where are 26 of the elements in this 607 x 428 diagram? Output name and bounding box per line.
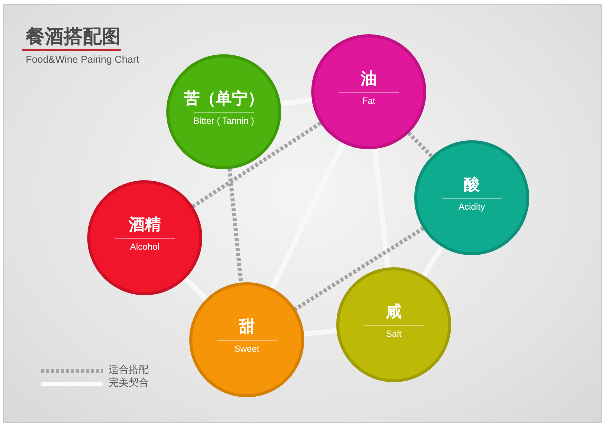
hatched-connector bbox=[294, 226, 425, 312]
connector-line bbox=[270, 142, 346, 290]
subtitle: Food&Wine Pairing Chart bbox=[26, 55, 140, 66]
legend-label: 完美契合 bbox=[109, 377, 149, 390]
connector-line bbox=[303, 328, 338, 337]
connector-line bbox=[184, 276, 208, 302]
hatched-connector bbox=[228, 168, 244, 284]
category-translation: Acidity bbox=[458, 202, 486, 213]
category-translation: Bitter ( Tannin ) bbox=[192, 116, 256, 127]
connector-line bbox=[422, 245, 444, 278]
hatched-connector bbox=[192, 121, 322, 209]
category-name: 咸 bbox=[384, 303, 403, 321]
category-translation: Fat bbox=[361, 96, 376, 107]
legend-label: 适合搭配 bbox=[109, 364, 149, 377]
category-translation: Sweet bbox=[233, 344, 260, 355]
connector-line bbox=[280, 97, 313, 107]
category-translation: Salt bbox=[385, 329, 403, 340]
category-name: 苦（单宁） bbox=[183, 90, 265, 108]
title: 餐酒搭配图 bbox=[26, 25, 121, 50]
category-name: 酒精 bbox=[128, 216, 162, 234]
category-name: 酸 bbox=[463, 176, 481, 194]
category-name: 甜 bbox=[238, 318, 256, 336]
hatched-connector bbox=[407, 132, 434, 158]
category-name: 油 bbox=[360, 70, 378, 88]
connector-line bbox=[372, 148, 390, 269]
category-translation: Alcohol bbox=[129, 242, 161, 253]
